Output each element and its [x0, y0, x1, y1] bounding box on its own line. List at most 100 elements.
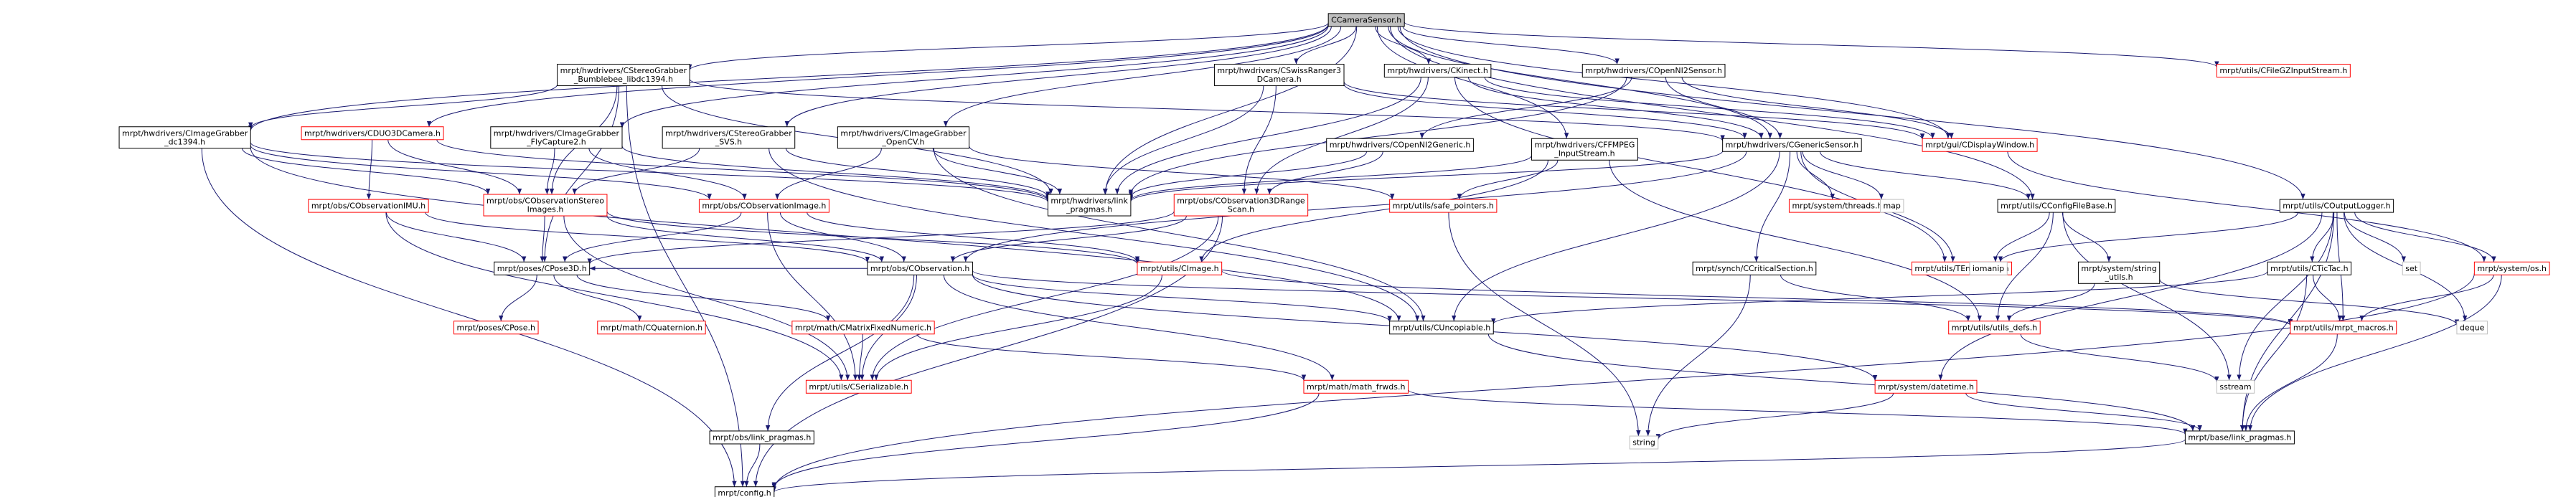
node-openni2generic[interactable]: mrpt/hwdrivers/COpenNI2Generic.h — [1326, 138, 1474, 152]
node-copenni2sensor[interactable]: mrpt/hwdrivers/COpenNI2Sensor.h — [1581, 64, 1726, 78]
node-label: mrpt/hwdrivers/CStereoGrabber — [665, 128, 792, 138]
node-hwlink[interactable]: mrpt/hwdrivers/link_pragmas.h — [1047, 194, 1132, 217]
edge — [2020, 333, 2219, 382]
node-config[interactable]: mrpt/config.h — [714, 486, 775, 497]
node-label: mrpt/obs/CObservationIMU.h — [311, 202, 426, 211]
edges-layer — [201, 22, 2502, 493]
edge — [972, 274, 1392, 322]
edge — [250, 145, 712, 200]
node-cmatrixfixed[interactable]: mrpt/math/CMatrixFixedNumeric.h — [791, 321, 935, 335]
node-box — [1874, 379, 1978, 394]
edge-flycapture-to-hwlink — [621, 146, 1050, 200]
node-utilsdefs[interactable]: mrpt/utils/utils_defs.h — [1948, 321, 2041, 335]
node-box — [1389, 321, 1494, 335]
node-cquaternion[interactable]: mrpt/math/CQuaternion.h — [597, 321, 706, 335]
node-svs[interactable]: mrpt/hwdrivers/CStereoGrabber_SVS.h — [662, 126, 796, 149]
edge-duo3d-to-obsimu — [366, 139, 373, 200]
node-critsection[interactable]: mrpt/synch/CCriticalSection.h — [1692, 261, 1817, 275]
edge — [933, 148, 1426, 321]
node-cserializable[interactable]: mrpt/utils/CSerializable.h — [805, 379, 912, 394]
node-cfilegz[interactable]: mrpt/utils/CFileGZInputStream.h — [2216, 64, 2351, 78]
node-stringutils[interactable]: mrpt/system/string_utils.h — [2077, 261, 2161, 284]
edge-ctictac-to-baselink — [2239, 275, 2308, 431]
edge — [621, 146, 1050, 200]
node-box — [1383, 64, 1492, 78]
node-label: CCameraSensor.h — [1331, 15, 1401, 24]
edge-obs3drange-to-cpose3d — [587, 211, 1175, 265]
node-label: iomanip — [1973, 264, 2004, 273]
node-label: sstream — [2219, 382, 2251, 392]
edge-obsimage-to-cpose3d — [563, 212, 742, 262]
node-root[interactable]: CCameraSensor.h — [1327, 13, 1405, 27]
node-safepointers[interactable]: mrpt/utils/safe_pointers.h — [1389, 199, 1498, 213]
node-cuncopiable[interactable]: mrpt/utils/CUncopiable.h — [1389, 321, 1494, 335]
node-label: Scan.h — [1228, 205, 1254, 214]
edge — [1199, 160, 1548, 262]
edge-utilsdefs-to-sstream — [2020, 333, 2219, 382]
edge — [540, 216, 545, 262]
node-bumblebee[interactable]: mrpt/hwdrivers/CStereoGrabber_Bumblebee_… — [557, 64, 690, 87]
node-box — [1581, 64, 1726, 78]
node-displaywindow[interactable]: mrpt/gui/CDisplayWindow.h — [1922, 138, 2038, 152]
edge — [768, 148, 1420, 321]
node-box — [1922, 138, 2038, 152]
node-obslink[interactable]: mrpt/obs/link_pragmas.h — [709, 430, 814, 445]
node-box — [301, 126, 444, 141]
edge — [2159, 278, 2460, 326]
node-configfilebase[interactable]: mrpt/utils/CConfigFileBase.h — [1997, 199, 2116, 213]
node-box — [453, 321, 539, 335]
edge — [436, 139, 1050, 202]
node-cimage[interactable]: mrpt/utils/CImage.h — [1137, 261, 1223, 275]
edge — [366, 139, 373, 200]
node-box — [1137, 261, 1223, 275]
edge — [387, 139, 522, 195]
edge — [2007, 151, 2487, 262]
node-baselink[interactable]: mrpt/base/link_pragmas.h — [2184, 430, 2295, 445]
edge — [248, 24, 1329, 131]
node-dc1394[interactable]: mrpt/hwdrivers/CImageGrabber_dc1394.h — [118, 126, 251, 149]
edge-bumblebee-to-genericsensor — [689, 78, 1725, 141]
node-mathfwds[interactable]: mrpt/math/math_frwds.h — [1303, 379, 1409, 394]
node-label: DCamera.h — [1257, 75, 1302, 84]
node-genericsensor[interactable]: mrpt/hwdrivers/CGenericSensor.h — [1722, 138, 1862, 152]
node-flycapture[interactable]: mrpt/hwdrivers/CImageGrabber_FlyCapture2… — [490, 126, 623, 149]
node-box — [1326, 138, 1474, 152]
node-box — [1531, 138, 1638, 161]
node-ctictac[interactable]: mrpt/utils/CTicTac.h — [2267, 261, 2352, 275]
node-label: mrpt/system/os.h — [2477, 264, 2547, 273]
node-opencv[interactable]: mrpt/hwdrivers/CImageGrabber_OpenCV.h — [837, 126, 970, 149]
edge — [619, 25, 1329, 128]
node-box — [2279, 199, 2394, 213]
node-cobservation[interactable]: mrpt/obs/CObservation.h — [867, 261, 973, 275]
node-systemos[interactable]: mrpt/system/os.h — [2473, 261, 2550, 275]
node-cpose[interactable]: mrpt/poses/CPose.h — [453, 321, 539, 335]
node-label: mrpt/utils/CFileGZInputStream.h — [2219, 66, 2347, 75]
node-coutputlogger[interactable]: mrpt/utils/COutputLogger.h — [2279, 199, 2394, 213]
edge-swissranger-to-displaywindow — [1343, 81, 1925, 140]
edge-root-to-cfilegz — [1404, 22, 2219, 67]
edge-swissranger-to-hwlink — [1102, 85, 1264, 195]
node-threads[interactable]: mrpt/system/threads.h — [1788, 199, 1886, 213]
edge-openni2generic-to-obs3drange — [1266, 151, 1383, 195]
node-label: mrpt/utils/mrpt_macros.h — [2293, 323, 2394, 332]
edge-ckinect-to-obs3drange — [1254, 77, 1429, 195]
node-cpose3d[interactable]: mrpt/poses/CPose3D.h — [494, 261, 591, 275]
edge — [1820, 151, 2031, 200]
node-obsimage[interactable]: mrpt/obs/CObservationImage.h — [698, 199, 829, 213]
edge — [572, 148, 700, 195]
node-ckinect[interactable]: mrpt/hwdrivers/CKinect.h — [1383, 64, 1492, 78]
edge — [1128, 151, 1724, 202]
node-box — [867, 261, 973, 275]
node-box — [597, 321, 706, 335]
node-ffmpeg[interactable]: mrpt/hwdrivers/CFFMPEG_InputStream.h — [1531, 138, 1638, 161]
edge — [1102, 85, 1264, 195]
edge — [2243, 333, 2338, 431]
node-duo3d[interactable]: mrpt/hwdrivers/CDUO3DCamera.h — [301, 126, 444, 141]
node-mrptmacros[interactable]: mrpt/utils/mrpt_macros.h — [2290, 321, 2397, 335]
node-datetime[interactable]: mrpt/system/datetime.h — [1874, 379, 1978, 394]
node-label: mrpt/math/math_frwds.h — [1307, 382, 1406, 392]
node-obsimu[interactable]: mrpt/obs/CObservationIMU.h — [308, 199, 429, 213]
